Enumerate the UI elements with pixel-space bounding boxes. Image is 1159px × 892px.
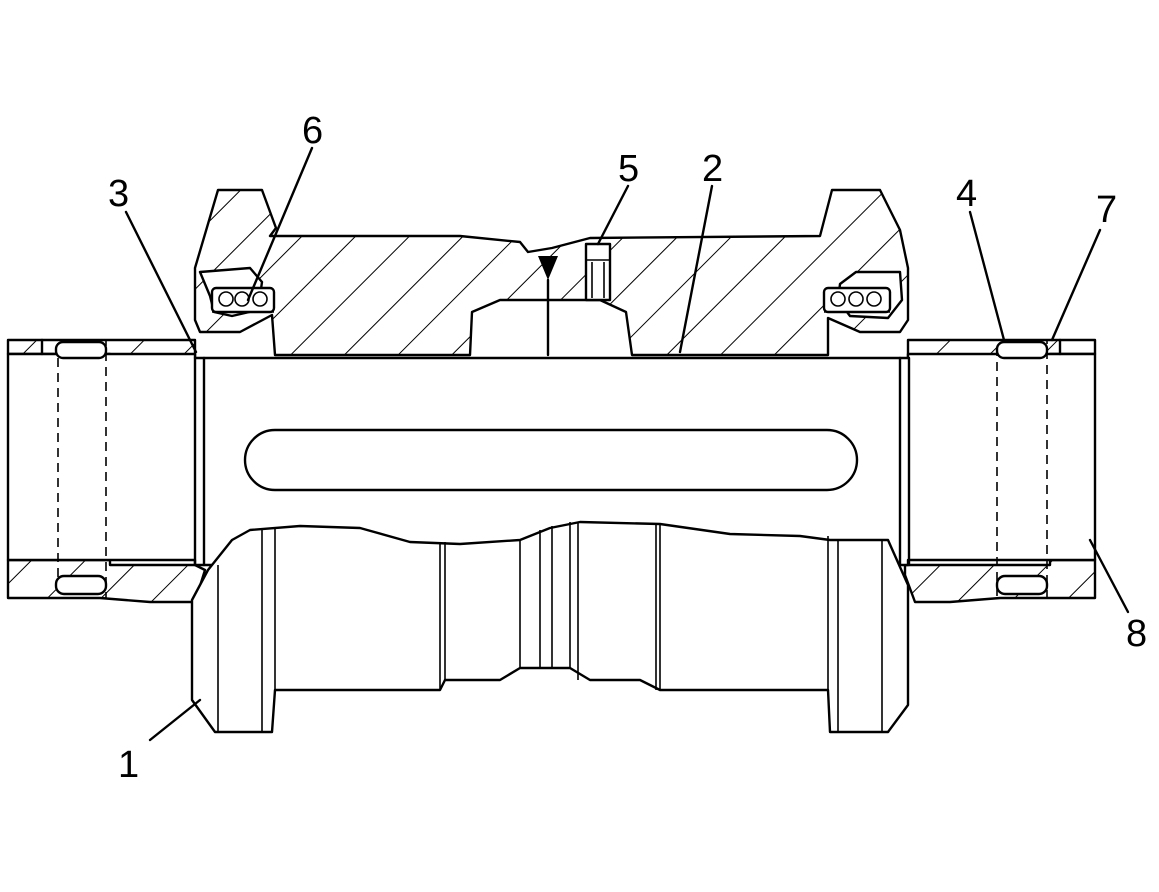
upper-housing: [193, 188, 910, 357]
seal-right: [822, 286, 892, 314]
leader-lines: [124, 146, 1130, 742]
pin-left: [54, 339, 108, 599]
oil-plug: [584, 242, 612, 302]
callout-1: 1: [118, 744, 139, 786]
callout-4: 4: [956, 173, 977, 215]
seal-left: [210, 286, 276, 314]
shaft: [6, 338, 1097, 567]
center-weld-mark: [538, 256, 558, 357]
callout-6: 6: [302, 110, 323, 152]
callout-8: 8: [1126, 613, 1147, 655]
pin-right: [995, 339, 1049, 599]
roller: [190, 520, 910, 734]
callout-labels: 1 2 3 4 5 6 7 8: [108, 110, 1147, 786]
callout-5: 5: [618, 148, 639, 190]
callout-3: 3: [108, 173, 129, 215]
callout-7: 7: [1096, 189, 1117, 231]
callout-2: 2: [702, 148, 723, 190]
